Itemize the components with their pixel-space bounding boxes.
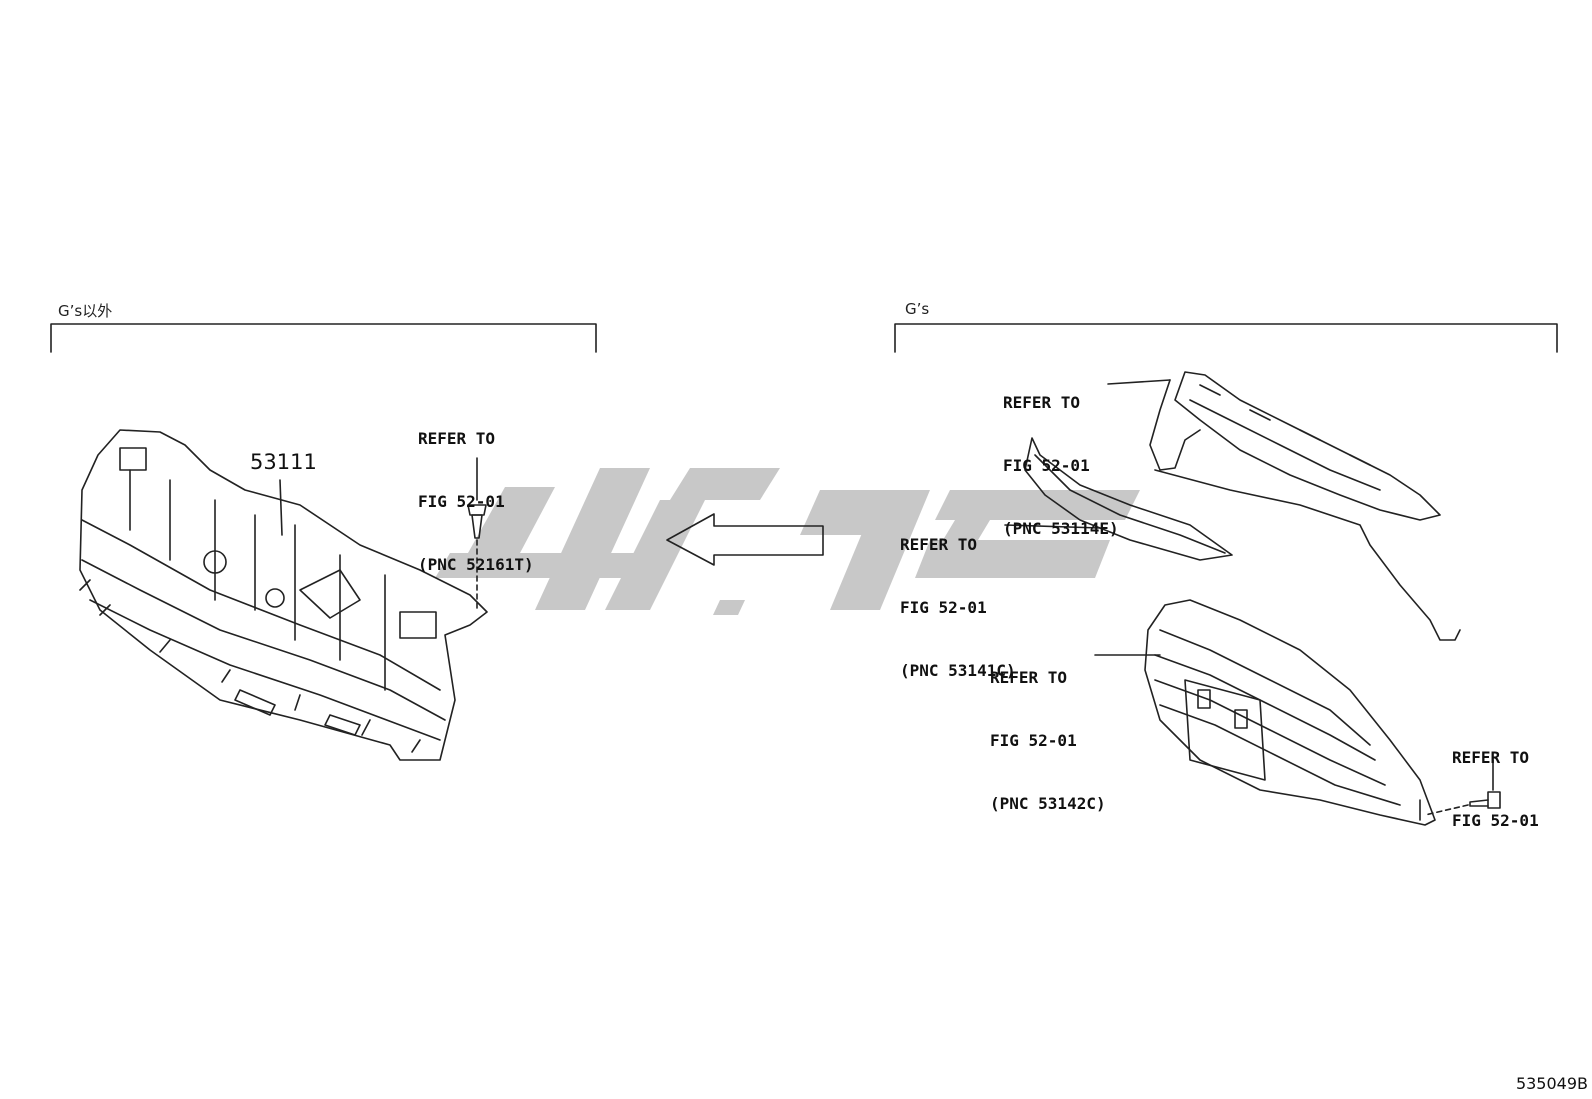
callout-line: FIG 52-01 [1003, 456, 1090, 475]
upper-molding-illustration [1149, 371, 1461, 641]
leader-53111 [279, 479, 283, 536]
callout-line: (PNC 53114E) [1003, 519, 1119, 538]
callout-line: REFER TO [900, 535, 978, 554]
callout-line: REFER TO [990, 668, 1068, 687]
callout-upper-molding: REFER TO FIG 52-01 (PNC 53114E) [1003, 350, 1119, 560]
callout-lower-grille: REFER TO FIG 52-01 (PNC 53142C) [990, 625, 1106, 835]
bracket-right [894, 323, 1558, 353]
callout-line: REFER TO [1003, 393, 1081, 412]
callout-line: FIG 52-01 [990, 731, 1077, 750]
callout-line: (PNC 53141C) [900, 661, 1016, 680]
lower-grille-illustration [1144, 599, 1436, 826]
callout-line: REFER TO [1452, 748, 1530, 767]
callout-line: (PNC 53142C) [990, 794, 1106, 813]
callout-clip: REFER TO FIG 52-01 (PNC 52161T) [418, 386, 534, 596]
group-label-gs: G’s [905, 300, 930, 318]
watermark-logo [435, 468, 1140, 615]
callout-line: FIG 52-01 [418, 492, 505, 511]
clip-illustration [467, 457, 487, 611]
radiator-grille-illustration [79, 429, 488, 761]
figure-code: 535049B [1515, 1074, 1588, 1093]
leader-53141c [1004, 524, 1101, 529]
bracket-left [50, 323, 597, 353]
group-label-non-gs: G’s以外 [58, 302, 113, 320]
leader-53114e [1107, 379, 1171, 385]
callout-line: REFER TO [418, 429, 496, 448]
callout-strip: REFER TO FIG 52-01 (PNC 53141C) [900, 492, 1016, 702]
callout-line: (PNC 52161T) [418, 555, 534, 574]
screw-illustration [1424, 759, 1501, 816]
callout-line: FIG 52-01 [900, 598, 987, 617]
strip-illustration [1024, 437, 1233, 561]
direction-arrow [666, 513, 824, 566]
callout-line: FIG 52-01 [1452, 811, 1539, 830]
callout-screw: REFER TO FIG 52-01 [1452, 705, 1539, 852]
part-number-53111: 53111 [250, 450, 317, 474]
